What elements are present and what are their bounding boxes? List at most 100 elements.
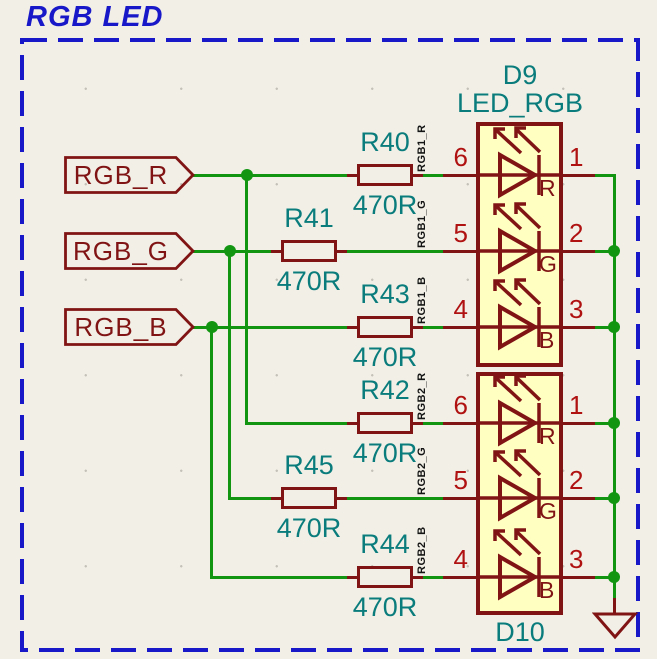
resistor-ref: R43	[360, 279, 410, 309]
pin-number: 4	[453, 544, 468, 574]
led-ref: D9	[502, 60, 538, 90]
resistor-body-r44[interactable]	[357, 566, 413, 588]
wire[interactable]	[595, 422, 616, 425]
led-pin	[443, 326, 476, 329]
led-channel-letter: G	[539, 498, 557, 524]
wire[interactable]	[595, 250, 616, 253]
resistor-pin	[413, 174, 423, 177]
resistor-pin	[347, 576, 357, 579]
resistor-value: 470R	[352, 342, 418, 372]
net-label: RGB1_G	[416, 199, 428, 248]
resistor-pin	[337, 250, 347, 253]
pin-number: 3	[569, 544, 584, 574]
led-pin	[443, 174, 476, 177]
net-label: RGB1_B	[416, 276, 428, 324]
resistor-pin	[347, 422, 357, 425]
led-pin	[563, 250, 595, 253]
gnd-pin	[613, 598, 616, 614]
net-flag-rgb-r[interactable]	[64, 156, 195, 194]
led-pin	[443, 250, 476, 253]
pin-number: 5	[453, 465, 468, 495]
resistor-pin	[347, 174, 357, 177]
led-channel-letter: B	[539, 327, 554, 353]
led-ref: D10	[495, 617, 545, 647]
junction-dot	[206, 321, 218, 333]
led-symbol: R	[476, 374, 563, 449]
led-channel-letter: R	[539, 423, 556, 449]
wire[interactable]	[245, 174, 248, 424]
led-pin	[563, 326, 595, 329]
led-value: LED_RGB	[456, 88, 584, 118]
led-symbol: G	[476, 202, 563, 277]
wire[interactable]	[595, 174, 616, 177]
wire[interactable]	[245, 422, 443, 425]
resistor-value: 470R	[352, 190, 418, 220]
resistor-value: 470R	[352, 438, 418, 468]
resistor-pin	[347, 326, 357, 329]
resistor-body-r42[interactable]	[357, 412, 413, 434]
pin-number: 5	[453, 218, 468, 248]
led-symbol: B	[476, 528, 563, 603]
pin-number: 1	[569, 390, 584, 420]
led-channel-letter: G	[539, 251, 557, 277]
resistor-pin	[337, 497, 347, 500]
led-symbol: B	[476, 278, 563, 353]
junction-dot	[241, 169, 253, 181]
led-pin	[443, 497, 476, 500]
resistor-body-r41[interactable]	[281, 240, 337, 262]
led-pin	[563, 174, 595, 177]
junction-dot	[608, 417, 620, 429]
resistor-pin	[413, 326, 423, 329]
pin-number: 2	[569, 218, 584, 248]
led-channel-letter: B	[539, 577, 554, 603]
resistor-pin	[271, 250, 281, 253]
resistor-pin	[271, 497, 281, 500]
resistor-ref: R41	[284, 203, 334, 233]
wire[interactable]	[228, 250, 231, 499]
net-flag-rgb-g[interactable]	[64, 232, 195, 270]
junction-dot	[608, 245, 620, 257]
resistor-ref: R42	[360, 375, 410, 405]
led-pin	[563, 422, 595, 425]
junction-dot	[608, 492, 620, 504]
net-flag-rgb-b[interactable]	[64, 308, 195, 346]
net-label: RGB1_R	[416, 124, 428, 172]
led-pin	[563, 576, 595, 579]
wire[interactable]	[595, 326, 616, 329]
pin-number: 2	[569, 465, 584, 495]
pin-number: 6	[453, 390, 468, 420]
sheet-title: RGB LED	[26, 1, 164, 33]
resistor-body-r40[interactable]	[357, 164, 413, 186]
resistor-ref: R44	[360, 529, 410, 559]
wire[interactable]	[193, 326, 443, 329]
junction-dot	[224, 245, 236, 257]
resistor-body-r43[interactable]	[357, 316, 413, 338]
net-label: RGB2_R	[416, 372, 428, 420]
net-label: RGB2_G	[416, 446, 428, 495]
net-flag-label: RGB_B	[74, 312, 168, 342]
led-symbol: R	[476, 126, 563, 201]
resistor-pin	[413, 422, 423, 425]
led-pin	[443, 576, 476, 579]
junction-dot	[608, 571, 620, 583]
resistor-body-r45[interactable]	[281, 487, 337, 509]
led-channel-letter: R	[539, 175, 556, 201]
resistor-ref: R40	[360, 127, 410, 157]
pin-number: 1	[569, 142, 584, 172]
net-flag-label: RGB_R	[73, 160, 169, 190]
resistor-value: 470R	[352, 592, 418, 622]
led-pin	[563, 497, 595, 500]
junction-dot	[608, 321, 620, 333]
wire[interactable]	[193, 174, 443, 177]
wire[interactable]	[595, 576, 616, 579]
wire[interactable]	[210, 576, 443, 579]
resistor-pin	[413, 576, 423, 579]
wire[interactable]	[210, 326, 213, 578]
pin-number: 3	[569, 294, 584, 324]
wire[interactable]	[613, 174, 616, 600]
wire[interactable]	[595, 497, 616, 500]
resistor-value: 470R	[276, 266, 342, 296]
net-label: RGB2_B	[416, 526, 428, 574]
gnd-symbol[interactable]	[592, 612, 638, 640]
